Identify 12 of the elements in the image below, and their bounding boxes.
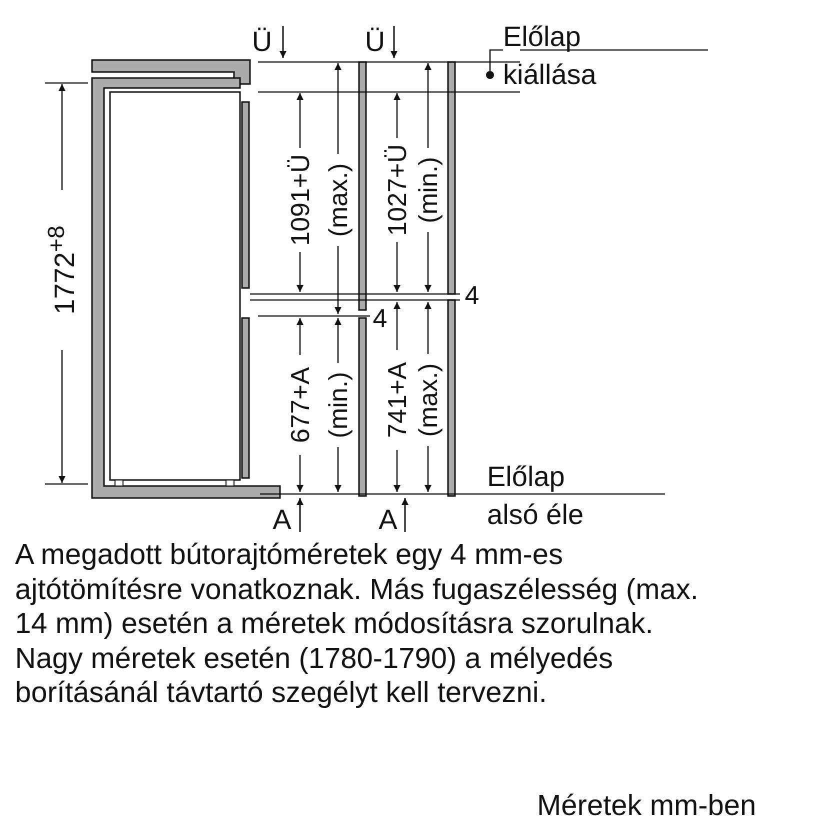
dimension-symbol: A — [272, 506, 292, 534]
leader-dot — [486, 71, 494, 79]
callout-label: Előlap kiállása — [503, 18, 653, 94]
dimension-symbol: Ü — [252, 28, 272, 56]
dimension-value: 4 — [372, 305, 388, 331]
leader-line — [489, 49, 503, 71]
dimension-symbol: A — [378, 506, 398, 534]
dimension-symbol: Ü — [364, 28, 386, 56]
note-paragraph: A megadott bútorajtóméretek egy 4 mm-es ajtótömítésre vonatkoznak. Más fugaszélesség (max. 14 mm) esetén a méretek módosításra szorulnak. Nagy méretek esetén (1780-1790) a mélyedés borításánál távtartó szegélyt kell tervezni. — [15, 538, 700, 710]
edge-note: Előlap alsó éle — [487, 460, 585, 532]
dimension-value: 4 — [464, 282, 480, 308]
units-note: Méretek mm-ben — [537, 792, 756, 821]
